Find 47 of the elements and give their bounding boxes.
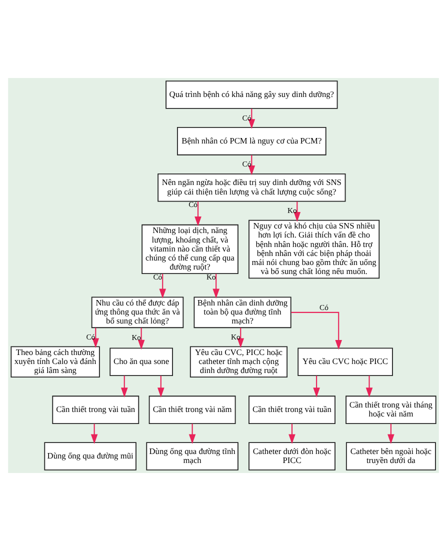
node-box: Yêu cầu CVC hoặc PICC	[298, 347, 393, 376]
node-box: Cho ăn qua sone	[110, 347, 173, 376]
edge-label: Ko	[288, 206, 297, 215]
node-box: Cần thiết trong vài tháng hoặc vài năm	[346, 395, 436, 424]
arrow	[294, 201, 301, 222]
node-box: Theo bảng cách thường xuyên tính Calo và đánh giá lâm sàng	[10, 346, 100, 378]
arrow	[188, 423, 196, 444]
arrow	[313, 375, 320, 397]
arrow	[248, 108, 256, 128]
edge-label: Có	[242, 112, 252, 122]
arrow	[90, 423, 98, 444]
node-box: Bệnh nhân cần dinh dưỡng toàn bộ qua đường tĩnh mạch?	[194, 296, 292, 328]
edge-label: Có	[242, 159, 252, 168]
node-box: Yêu cầu CVC, PICC hoặc catheter tĩnh mạch cộng dinh dưỡng đường ruột	[190, 346, 288, 378]
arrow	[366, 375, 373, 397]
node-box: Nên ngăn ngừa hoặc điều trị suy dinh dưỡng với SNS giúp cải thiện tiên lượng và chất lượng cuộc sống?	[158, 172, 346, 202]
node-box: Bệnh nhân có PCM là nguy cơ của PCM?	[177, 126, 326, 155]
arrow	[159, 273, 166, 298]
node-box: Quá trình bệnh có khả năng gây suy dinh dưỡng?	[166, 80, 338, 108]
arrow	[138, 327, 145, 350]
edge-label: Có	[153, 272, 162, 281]
arrow	[291, 311, 342, 350]
edge-label: Ko	[132, 332, 142, 342]
arrow	[92, 327, 100, 348]
arrow	[237, 327, 244, 348]
node-box: Catheter dưới đòn hoặc PICC	[248, 442, 336, 470]
edge-label: Ko	[206, 272, 216, 281]
node-box: Cần thiết trong vài tuần	[52, 395, 140, 424]
edge-label: Có	[86, 332, 96, 341]
arrow	[157, 375, 164, 397]
node-box: Cần thiết trong vài năm	[148, 395, 236, 424]
node-box: Dùng ống qua đường tĩnh mạch	[146, 442, 238, 470]
arrow	[388, 423, 394, 444]
edge-label: Có	[188, 200, 198, 209]
arrow	[248, 154, 256, 175]
node-box: Nhu cầu có thể được đáp ứng thông qua thức ăn và bổ sung chất lỏng?	[91, 296, 184, 328]
arrow	[120, 375, 128, 397]
node-box: Nguy cơ và khó chịu của SNS nhiều hơn lợi ích. Giải thích vấn đề cho bệnh nhân hoặc người thân. Hỗ trợ bệnh nhân với các biện pháp thoải mái nói chung bao gồm thức ăn uống và bổ sung chất lỏng nếu muốn.	[248, 219, 380, 278]
node-box: Catheter bên ngoài hoặc truyền dưới da	[346, 442, 436, 470]
node-box: Những loại dịch, năng lượng, khoáng chất, và vitamin nào cần thiết và chúng có thể cung cấp qua đường ruột?	[142, 224, 238, 274]
edge-label: Có	[320, 302, 328, 312]
arrow	[212, 273, 220, 298]
arrow	[288, 423, 296, 444]
arrow	[194, 201, 202, 226]
node-box: Dùng ống qua đường mũi	[44, 442, 136, 470]
node-box: Cần thiết trong vài tuần	[248, 395, 336, 424]
edge-label: Ko	[231, 332, 240, 341]
